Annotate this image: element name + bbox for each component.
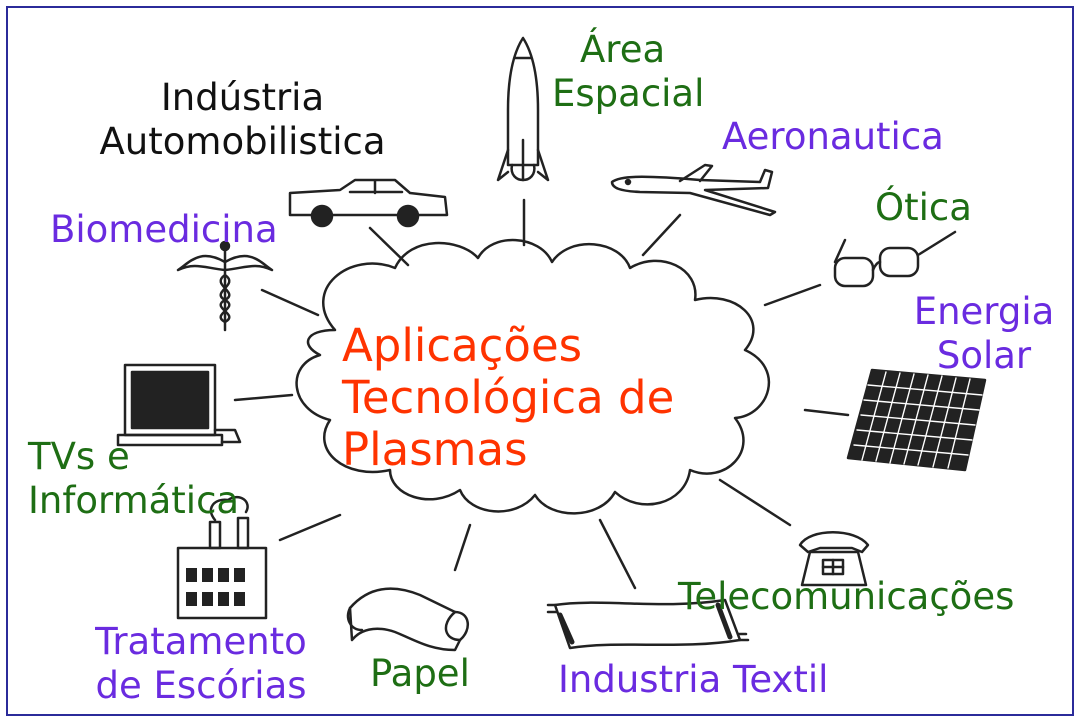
center-title-line-3: Plasmas [342, 423, 528, 476]
label-area-espacial: Área Espacial [552, 28, 704, 116]
label-otica: Ótica [875, 186, 972, 230]
label-industria-textil: Industria Textil [558, 658, 828, 702]
airplane-icon [610, 163, 777, 217]
center-title-line-2: Tecnológica de [342, 371, 675, 424]
label-aeronautica-line-1: Aeronautica [722, 115, 944, 158]
center-title: Aplicações Tecnológica de Plasmas [342, 320, 674, 476]
label-tvs-informatica-line-1: TVs e [28, 435, 130, 478]
cloud-shape [295, 238, 771, 515]
label-tvs-informatica-line-2: Informática [28, 479, 240, 522]
label-industria-automobilistica: Indústria Automobilistica [80, 76, 405, 164]
glasses-icon [833, 230, 957, 288]
caduceus-icon [176, 240, 274, 332]
label-energia-solar-line-1: Energia [913, 290, 1055, 333]
factory-icon [176, 495, 268, 620]
computer-icon [116, 363, 242, 447]
label-industria-automobilistica-line-1: Indústria [160, 76, 325, 119]
diagram-frame [6, 6, 1074, 716]
label-telecomunicacoes-line-1: Telecomunicações [678, 575, 1015, 618]
label-area-espacial-line-2: Espacial [552, 72, 705, 115]
telephone-icon [798, 531, 870, 587]
solar-panel-icon [846, 368, 987, 472]
center-title-line-1: Aplicações [342, 319, 583, 372]
rocket-icon [496, 36, 550, 182]
label-industria-textil-line-1: Industria Textil [558, 658, 829, 701]
label-aeronautica: Aeronautica [722, 115, 944, 159]
label-tratamento-escorias-line-1: Tratamento [95, 620, 307, 663]
label-tvs-informatica: TVs e Informática [28, 435, 239, 523]
label-otica-line-1: Ótica [875, 186, 972, 229]
label-biomedicina: Biomedicina [50, 208, 278, 252]
label-tratamento-escorias: Tratamento de Escórias [77, 620, 325, 708]
label-biomedicina-line-1: Biomedicina [50, 208, 278, 251]
label-energia-solar-line-2: Solar [936, 334, 1032, 377]
connector-lines [233, 198, 850, 590]
label-industria-automobilistica-line-2: Automobilistica [99, 120, 386, 163]
label-telecomunicacoes: Telecomunicações [678, 575, 1014, 619]
label-energia-solar: Energia Solar [905, 290, 1063, 378]
label-papel: Papel [370, 652, 470, 696]
label-papel-line-1: Papel [370, 652, 470, 695]
paper-scroll-icon [346, 587, 469, 652]
label-tratamento-escorias-line-2: de Escórias [95, 664, 307, 707]
textile-rug-icon [546, 598, 750, 650]
car-icon [288, 178, 449, 228]
label-area-espacial-line-1: Área [580, 28, 666, 71]
